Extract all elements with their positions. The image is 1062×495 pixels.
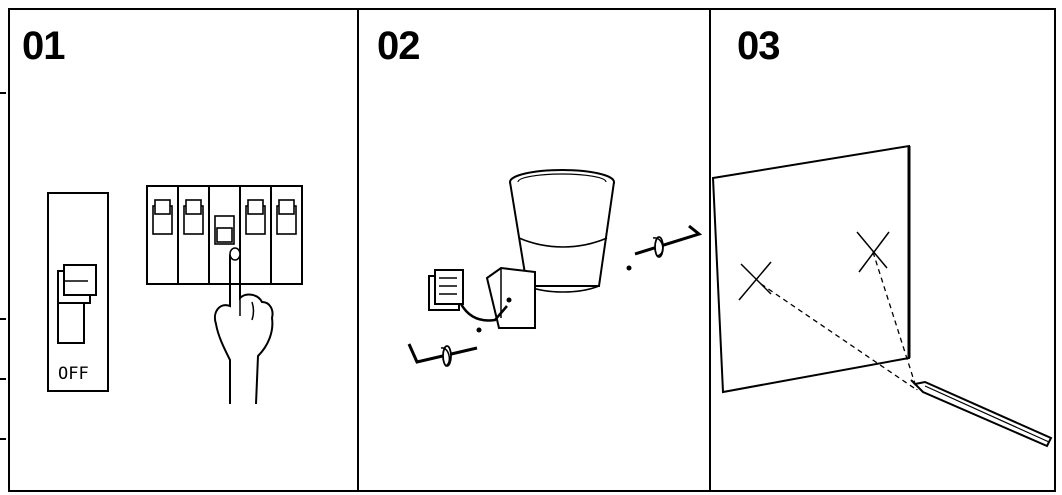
step-number: 03 [737, 26, 780, 66]
edge-tick [0, 378, 6, 380]
edge-tick [0, 318, 6, 320]
pointing-hand-icon [208, 236, 288, 406]
step-panel-2: 02 [359, 8, 709, 492]
edge-tick [0, 92, 6, 94]
step-number: 01 [22, 26, 65, 66]
switch-off-label: OFF [58, 364, 89, 384]
hex-key-icon [403, 336, 483, 386]
circuit-breaker-off-icon: OFF [44, 193, 124, 403]
screw-icon [625, 220, 705, 280]
drill-bit-icon [911, 378, 1061, 458]
step-number: 02 [377, 26, 420, 66]
mounting-plate-icon [421, 266, 511, 338]
step-panel-3: 03 [711, 8, 1056, 492]
edge-tick [0, 438, 6, 440]
step-panel-1: 01 OFF [8, 8, 357, 492]
